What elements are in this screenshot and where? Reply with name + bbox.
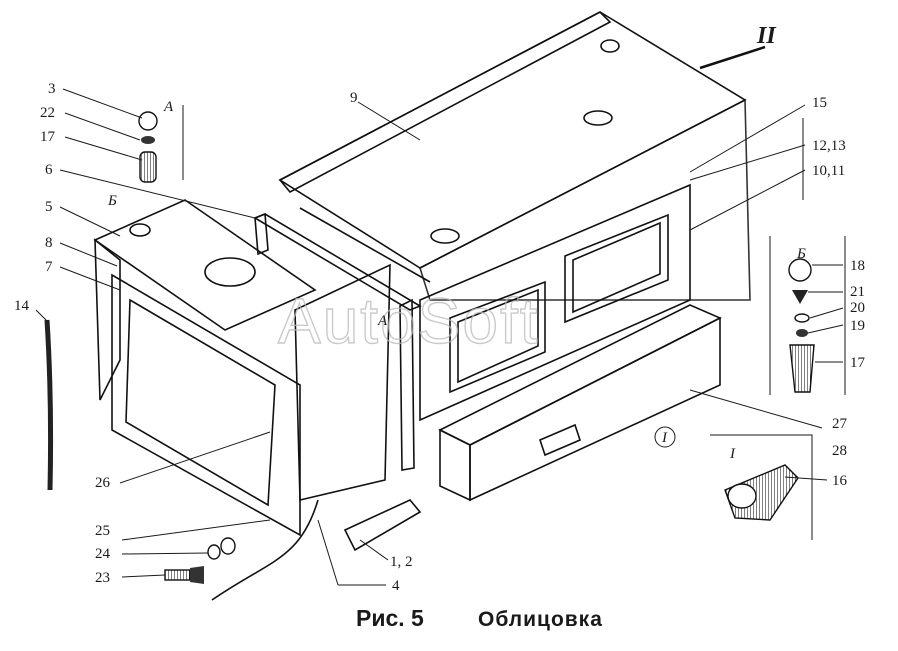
detail-a-parts <box>138 105 184 183</box>
figure-number: Рис. 5 <box>356 605 424 631</box>
step-box <box>438 304 722 502</box>
view-label-i-marker: I <box>661 430 668 446</box>
callout-20: 20 <box>850 300 865 316</box>
callout-24: 24 <box>95 546 111 562</box>
view-label-b-on-shroud: Б <box>107 193 117 209</box>
view-ii-arrow <box>699 45 766 70</box>
side-panel <box>419 183 691 422</box>
callout-12-13: 12,13 <box>812 138 846 154</box>
fasteners <box>164 537 236 584</box>
callout-16: 16 <box>832 473 848 489</box>
hood-assembly <box>278 11 751 301</box>
seal-strip <box>44 319 54 491</box>
view-label-ii: II <box>756 23 777 49</box>
callout-15: 15 <box>812 95 827 111</box>
callout-4: 4 <box>392 578 400 594</box>
callout-23: 23 <box>95 570 110 586</box>
callout-17-b: 17 <box>850 355 866 371</box>
corner-piece <box>343 499 422 552</box>
watermark: AutoSoft <box>278 285 540 357</box>
grille <box>111 273 301 537</box>
radiator-shroud <box>93 199 391 502</box>
detail-b-parts <box>769 236 846 395</box>
callout-19: 19 <box>850 318 865 334</box>
callouts: 3 22 17 6 5 8 7 14 9 15 12,13 10,11 18 2… <box>14 81 866 594</box>
callout-14: 14 <box>14 298 30 314</box>
callout-3: 3 <box>48 81 56 97</box>
callout-18: 18 <box>850 258 865 274</box>
callout-27: 27 <box>832 416 848 432</box>
view-label-b-detail: Б <box>796 246 806 262</box>
callout-26: 26 <box>95 475 111 491</box>
view-label-i-detail: I <box>729 446 736 462</box>
callout-5: 5 <box>45 199 53 215</box>
callout-7: 7 <box>45 259 53 275</box>
callout-25: 25 <box>95 523 110 539</box>
callout-28: 28 <box>832 443 847 459</box>
cable <box>211 499 319 601</box>
callout-22: 22 <box>40 105 55 121</box>
leader-lines <box>35 88 844 586</box>
callout-1-2: 1, 2 <box>390 554 413 570</box>
callout-9: 9 <box>350 90 358 106</box>
callout-8: 8 <box>45 235 53 251</box>
view-marker-i <box>654 426 676 448</box>
figure-title: Облицовка <box>478 608 603 631</box>
callout-17-a: 17 <box>40 129 56 145</box>
callout-6: 6 <box>45 162 53 178</box>
view-label-a-on-frame: А <box>377 313 388 329</box>
callout-10-11: 10,11 <box>812 163 845 179</box>
callout-21: 21 <box>850 284 865 300</box>
view-label-a-detail: А <box>163 99 174 115</box>
detail-i-part <box>710 434 813 540</box>
